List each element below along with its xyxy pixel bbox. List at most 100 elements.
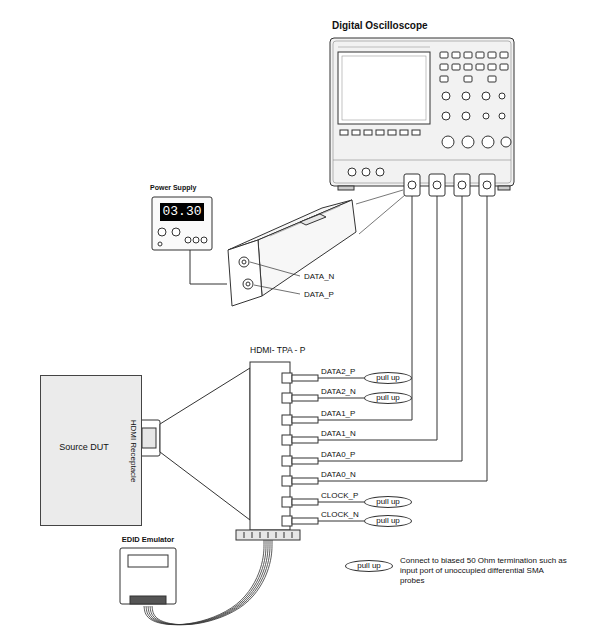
oscilloscope-drawing-part <box>458 181 466 189</box>
test-fixture-drawing-part <box>292 532 293 538</box>
test-fixture-drawing-part <box>282 516 292 526</box>
node-label: Digital Oscilloscope <box>332 20 512 32</box>
cable-line <box>318 196 412 420</box>
test-fixture-drawing-part <box>268 532 269 538</box>
test-fixture-drawing-part <box>284 532 285 538</box>
oscilloscope-drawing-part <box>388 130 396 135</box>
signal-name: DATA2_P <box>321 367 355 376</box>
test-fixture-drawing-part <box>292 437 318 443</box>
termination-label: pull up <box>346 561 392 571</box>
signal-name: CLOCK_N <box>321 510 359 519</box>
oscilloscope-drawing-part <box>342 56 426 120</box>
pull-up-termination: pull up <box>364 496 412 508</box>
cable-line <box>318 196 487 481</box>
oscilloscope-drawing-part <box>440 64 448 70</box>
oscilloscope-drawing-part <box>488 52 496 58</box>
sma-probe-drawing-part <box>243 279 253 289</box>
oscilloscope: Digital Oscilloscope <box>328 20 516 196</box>
cable <box>318 378 364 379</box>
pull-up-termination: pull up <box>364 392 412 404</box>
oscilloscope-drawing-part <box>442 112 450 120</box>
power-supply-drawing-part <box>193 237 199 243</box>
oscilloscope-drawing-part <box>333 41 511 183</box>
test-fixture-drawing-part <box>292 499 318 505</box>
oscilloscope-drawing-part <box>348 168 356 176</box>
leader-line <box>356 190 405 234</box>
sma-probe-drawing-part <box>270 206 340 236</box>
cable-line <box>190 250 227 284</box>
oscilloscope-drawing-part <box>452 64 460 70</box>
test-fixture-drawing-part <box>160 368 250 520</box>
power-supply-drawing-part <box>158 242 162 246</box>
test-fixture-drawing-part <box>292 417 318 423</box>
oscilloscope-drawing-part <box>404 174 420 196</box>
test-fixture-drawing-part <box>260 532 261 538</box>
oscilloscope-drawing-part <box>479 174 495 196</box>
legend-text: Connect to biased 50 Ohm termination suc… <box>400 556 568 586</box>
oscilloscope-drawing-part <box>442 92 450 100</box>
oscilloscope-drawing-part <box>333 160 511 161</box>
cable-line <box>318 196 462 461</box>
edid-emulator: EDID Emulator <box>114 536 182 606</box>
oscilloscope-drawing-part <box>452 52 460 58</box>
oscilloscope-drawing-part <box>482 92 490 100</box>
oscilloscope-drawing-part <box>464 64 472 70</box>
test-fixture-drawing-part <box>244 532 245 538</box>
test-fixture-drawing <box>138 362 318 540</box>
test-fixture-drawing-part <box>292 458 318 464</box>
cable-line <box>318 398 364 399</box>
node-label: Source DUT <box>41 442 127 452</box>
node-label: DATA_N <box>304 272 334 281</box>
oscilloscope-drawing-part <box>442 136 454 148</box>
oscilloscope-drawing-part <box>338 47 430 48</box>
test-fixture-drawing-part <box>282 497 292 507</box>
edid-emulator-drawing-part <box>130 596 166 604</box>
edid-emulator-drawing-part <box>120 548 176 604</box>
oscilloscope-drawing-part <box>464 52 472 58</box>
test-fixture-drawing-part <box>282 415 292 425</box>
oscilloscope-drawing-part <box>376 168 384 176</box>
cable-line <box>318 196 437 440</box>
oscilloscope-drawing-part <box>400 130 408 135</box>
edid-emulator-drawing-part <box>128 555 168 567</box>
oscilloscope-drawing-part <box>499 93 505 99</box>
cable <box>318 521 364 522</box>
oscilloscope-drawing-part <box>340 130 348 135</box>
cable-line <box>318 502 364 503</box>
oscilloscope-drawing-part <box>440 52 448 58</box>
oscilloscope-drawing-part <box>462 136 474 148</box>
oscilloscope-drawing-part <box>476 52 484 58</box>
edid-emulator-drawing <box>120 548 176 604</box>
signal-name: CLOCK_P <box>321 491 358 500</box>
oscilloscope-drawing-part <box>412 130 420 135</box>
signal-name: DATA0_N <box>321 470 356 479</box>
leader-line-part <box>254 285 300 294</box>
oscilloscope-drawing-part <box>352 130 360 135</box>
leader-line <box>250 262 300 294</box>
test-fixture-drawing-part <box>292 395 318 401</box>
leader-line-part <box>250 262 300 276</box>
cable-line <box>150 540 270 625</box>
test-fixture-drawing-part <box>292 518 318 524</box>
cable-line <box>318 521 364 522</box>
sma-probe-drawing-part <box>228 240 262 306</box>
test-fixture-drawing-part <box>292 478 318 484</box>
node-text: 03.30 <box>160 203 204 221</box>
oscilloscope-drawing-part <box>488 76 496 82</box>
pull-up-termination: pull up <box>364 515 412 527</box>
leader-line-part <box>356 190 403 204</box>
test-fixture-drawing-part <box>236 530 300 540</box>
pull-up-termination: pull up <box>345 560 393 572</box>
pull-up-termination: pull up <box>364 372 412 384</box>
cable-line <box>318 378 364 379</box>
test-fixture-drawing-part <box>252 532 253 538</box>
oscilloscope-drawing-part <box>338 186 354 190</box>
oscilloscope-drawing-part <box>462 92 470 100</box>
termination-label: pull up <box>365 393 411 403</box>
oscilloscope-drawing-part <box>454 174 470 196</box>
test-fixture-drawing-part <box>276 532 277 538</box>
cable <box>318 398 364 399</box>
sma-probe-drawing-part <box>300 214 326 225</box>
power-supply-drawing <box>152 197 212 250</box>
